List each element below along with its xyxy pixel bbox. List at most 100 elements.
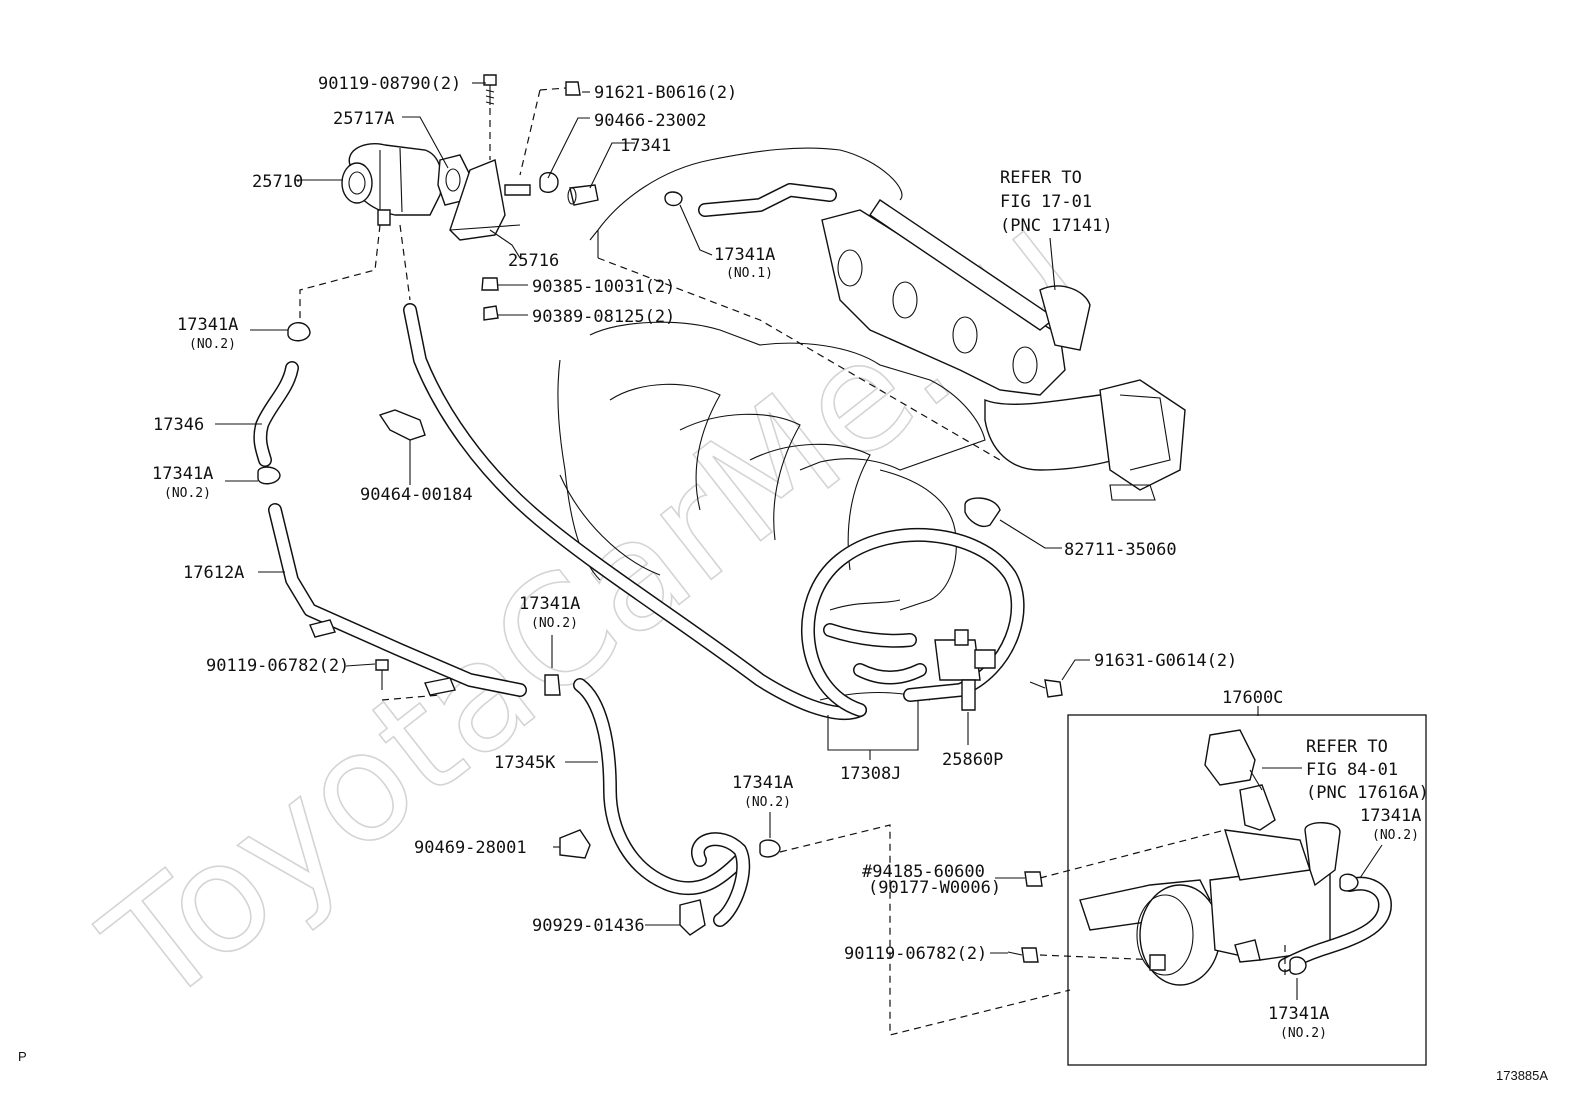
label-90466-23002: 90466-23002 (594, 111, 707, 131)
hose-17345k-b-inner (692, 833, 749, 926)
corner-p: P (18, 1049, 27, 1064)
label-25717a: 25717A (333, 109, 394, 129)
bolt-90119-06782-a (375, 659, 389, 671)
label-17341a-a: 17341A (177, 315, 238, 335)
plug-17341 (567, 184, 599, 206)
clip-90469 (559, 829, 591, 859)
clamp-90466 (539, 172, 559, 193)
label-90929-01436: 90929-01436 (532, 916, 645, 936)
hose-17346-inner (254, 362, 298, 466)
figure-id: 173885A (1496, 1068, 1548, 1083)
dashed-valve-left (299, 224, 381, 320)
label-90385-10031: 90385-10031(2) (532, 277, 675, 297)
label-no2-e: (NO.2) (1372, 828, 1419, 843)
label-25710: 25710 (252, 172, 303, 192)
label-refer2-line3: (PNC 17616A) (1306, 783, 1429, 803)
vsv-25860p (934, 629, 996, 711)
leader-82711 (999, 519, 1062, 549)
air-pump-assembly (1079, 729, 1341, 986)
label-17341a-c: 17341A (519, 594, 580, 614)
dashed-17341a-d (779, 824, 1071, 1036)
clamp-17341a-e (1339, 873, 1359, 892)
nut-90389 (483, 305, 499, 321)
label-refer1-line3: (PNC 17141) (1000, 216, 1113, 236)
label-17341: 17341 (620, 136, 671, 156)
label-90119-06782-a: 90119-06782(2) (206, 656, 349, 676)
clip-90929 (679, 899, 706, 936)
nut-94185 (1024, 871, 1043, 887)
clip-82711 (964, 497, 1001, 527)
air-switching-valve (341, 143, 443, 226)
exhaust-manifold (821, 199, 1186, 501)
hose-short-inner (824, 624, 916, 647)
clamp-17341a-no1 (664, 191, 683, 207)
nut-91621-b0616 (565, 81, 581, 96)
label-17346: 17346 (153, 415, 204, 435)
hose-short-2-inner (854, 664, 926, 683)
clip-90464 (378, 409, 426, 441)
label-refer2-line1: REFER TO (1306, 737, 1388, 757)
head-outline (597, 147, 903, 231)
dashed-guide-3 (519, 89, 541, 176)
label-17345k: 17345K (494, 753, 556, 773)
leader-17341a-e (1359, 844, 1383, 879)
label-91621-b0616: 91621-B0616(2) (594, 83, 737, 103)
label-94185-60600: #94185-60600 (862, 862, 985, 882)
hose-17345k-inner (574, 679, 746, 894)
pipe-bracket-2 (424, 677, 456, 696)
label-90389-08125: 90389-08125(2) (532, 307, 675, 327)
label-25860p: 25860P (942, 750, 1003, 770)
label-no2-b: (NO.2) (164, 486, 211, 501)
dashed-pump-2 (1039, 954, 1161, 961)
bracket-25716 (449, 159, 531, 241)
label-no1: (NO.1) (726, 266, 773, 281)
grommet-90385 (481, 277, 499, 291)
label-17341a-d: 17341A (732, 773, 793, 793)
label-no2-d: (NO.2) (744, 795, 791, 810)
label-17341a-e: 17341A (1360, 806, 1421, 826)
bolt-91631 (1044, 679, 1063, 698)
bolt-90119-06782-b (1021, 947, 1039, 963)
label-17612a: 17612A (183, 563, 244, 583)
label-leaders (215, 82, 1056, 954)
label-no2-f: (NO.2) (1280, 1026, 1327, 1041)
clamp-17341a-f (1289, 956, 1307, 975)
label-90464-00184: 90464-00184 (360, 485, 473, 505)
label-90119-06782-b: 90119-06782(2) (844, 944, 987, 964)
label-refer2-line2: FIG 84-01 (1306, 760, 1398, 780)
air-pump-box (1067, 714, 1427, 1066)
bolt-91631-shank (1029, 681, 1046, 689)
clamp-17341a-a (287, 322, 311, 342)
dashed-pump-1 (1039, 829, 1226, 879)
hose-upper-inner (699, 184, 836, 216)
head-outline-c (589, 229, 599, 241)
label-17308j: 17308J (840, 764, 901, 784)
label-82711-35060: 82711-35060 (1064, 540, 1177, 560)
label-17341a-b: 17341A (152, 464, 213, 484)
label-90119-08790: 90119-08790(2) (318, 74, 461, 94)
label-90177-w0006: (90177-W0006) (868, 878, 1001, 898)
clamp-17341a-d (759, 839, 781, 858)
label-17341a-no1: 17341A (714, 245, 775, 265)
hose-loop-inner (802, 529, 1024, 716)
leader-dashed (597, 257, 1001, 461)
clamp-17341a-b (257, 466, 281, 485)
label-refer1-line1: REFER TO (1000, 168, 1082, 188)
label-25716: 25716 (508, 251, 559, 271)
label-no2-a: (NO.2) (189, 337, 236, 352)
dashed-bolt-a (381, 694, 441, 701)
label-no2-c: (NO.2) (531, 616, 578, 631)
bolt-90119-06782-b-shank (1007, 951, 1023, 956)
label-17600c: 17600C (1222, 688, 1283, 708)
pipe-bracket-1 (309, 619, 336, 638)
hose-17308j-inner (404, 304, 866, 719)
label-refer1-line2: FIG 17-01 (1000, 192, 1092, 212)
label-90469-28001: 90469-28001 (414, 838, 527, 858)
hose-pump-out-inner (1279, 878, 1391, 971)
bolt-90119-08790 (483, 74, 497, 105)
label-91631-g0614: 91631-G0614(2) (1094, 651, 1237, 671)
leader-91631 (1061, 659, 1090, 681)
pipe-17612a-inner (269, 504, 526, 696)
label-17341a-f: 17341A (1268, 1004, 1329, 1024)
